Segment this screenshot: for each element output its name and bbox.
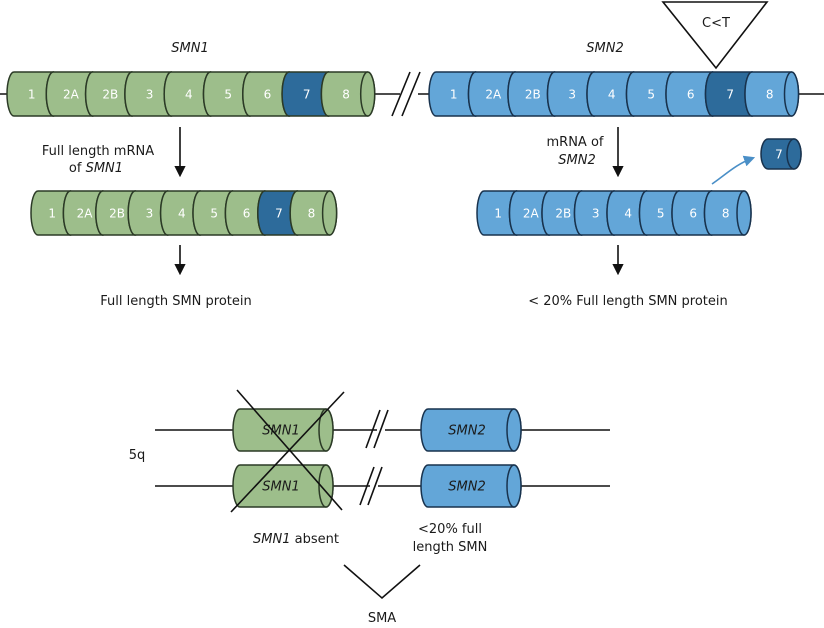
exon-label: 1 (494, 207, 502, 221)
exon-label: 1 (48, 207, 56, 221)
exon-label: 4 (624, 207, 632, 221)
smn1-cylinder-label: SMN1 (262, 424, 299, 439)
exon-label: 3 (146, 207, 154, 221)
exon-label: 4 (178, 207, 186, 221)
exon-label: 2B (102, 88, 118, 102)
exon-label: 3 (146, 88, 154, 102)
break-mark (391, 71, 411, 117)
smn2-mrna-exons: 1 2A 2B 3 4 5 6 8 (476, 190, 752, 236)
mrna1-label-prefix: of (69, 161, 86, 176)
sma-label: SMA (368, 611, 396, 626)
smn1-mrna-exons: 1 2A 2B 3 4 5 6 7 8 (30, 190, 338, 236)
low-smn-label-line1: <20% full (418, 522, 482, 537)
exon-label: 6 (243, 207, 251, 221)
exon-8 (744, 71, 800, 117)
exon-8 (703, 190, 752, 236)
exon-label: 3 (592, 207, 600, 221)
break-mark (365, 409, 381, 449)
exon-label: 2A (63, 88, 80, 102)
exon-label: 4 (185, 88, 193, 102)
curved-arrow-icon (711, 155, 756, 185)
exon-label: 5 (657, 207, 665, 221)
exon-label: 2A (77, 207, 94, 221)
exon-label: 2B (525, 88, 541, 102)
exon-label: 1 (28, 88, 36, 102)
exon-8 (320, 71, 376, 117)
mrna2-label-line1: mRNA of (547, 135, 604, 150)
exon-7 (760, 138, 802, 170)
mrna1-label-gene: SMN1 (86, 161, 123, 176)
mrna1-label: Full length mRNA (42, 144, 154, 159)
mutation-marker-icon (661, 1, 769, 70)
protein2-label: < 20% Full length SMN protein (528, 294, 728, 309)
smn1-cylinder (232, 408, 334, 452)
mutation-label: C<T (702, 16, 730, 31)
exon-label: 7 (303, 88, 311, 102)
smn1-absent-label: SMN1 absent (253, 532, 339, 547)
exon-label: 6 (687, 88, 695, 102)
exon-label: 5 (647, 88, 655, 102)
exon-label: 4 (608, 88, 616, 102)
exon-8 (289, 190, 338, 236)
smn1-gene-label: SMN1 (171, 41, 208, 56)
smn1-absent-word: absent (291, 532, 339, 547)
exon-label: 2B (555, 207, 571, 221)
smn2-gene-exons: 1 2A 2B 3 4 5 6 7 8 (428, 71, 800, 117)
skipped-exon-7: 7 (760, 138, 802, 170)
mrna2-label-line2: SMN2 (558, 153, 595, 168)
exon-label: 2A (485, 88, 502, 102)
exon-label: 8 (342, 88, 350, 102)
protein1-label: Full length SMN protein (100, 294, 251, 309)
exon-label: 8 (308, 207, 316, 221)
exon-label: 7 (775, 148, 783, 162)
exon-label: 7 (275, 207, 283, 221)
exon-label: 5 (224, 88, 232, 102)
smn2-cylinder-label: SMN2 (448, 480, 485, 495)
smn1-gene-exons: 1 2A 2B 3 4 5 6 7 8 (6, 71, 376, 117)
break-mark (373, 409, 389, 449)
cross-out-icon (230, 391, 345, 513)
mrna1-label-line1: Full length mRNA (42, 144, 154, 159)
smn1-absent-gene: SMN1 (253, 532, 290, 547)
smn2-cylinder-label: SMN2 (448, 424, 485, 439)
break-mark (367, 466, 383, 506)
exon-label: 2B (109, 207, 125, 221)
exon-label: 6 (264, 88, 272, 102)
mrna1-label-line2: of SMN1 (69, 161, 123, 176)
break-mark (401, 71, 421, 117)
smn2-cylinder (420, 408, 522, 452)
exon-label: 8 (766, 88, 774, 102)
convergence-chevron-icon (343, 564, 421, 600)
smn2-cylinder (420, 464, 522, 508)
smn2-gene-label: SMN2 (586, 41, 623, 56)
exon-label: 6 (689, 207, 697, 221)
chromosome-label: 5q (129, 448, 146, 463)
exon-label: 8 (722, 207, 730, 221)
exon-label: 2A (523, 207, 540, 221)
low-smn-label-line2: length SMN (413, 540, 488, 555)
exon-label: 5 (210, 207, 218, 221)
smn1-cylinder-label: SMN1 (262, 480, 299, 495)
exon-label: 3 (568, 88, 576, 102)
break-mark (359, 466, 375, 506)
exon-label: 7 (726, 88, 734, 102)
exon-label: 1 (450, 88, 458, 102)
